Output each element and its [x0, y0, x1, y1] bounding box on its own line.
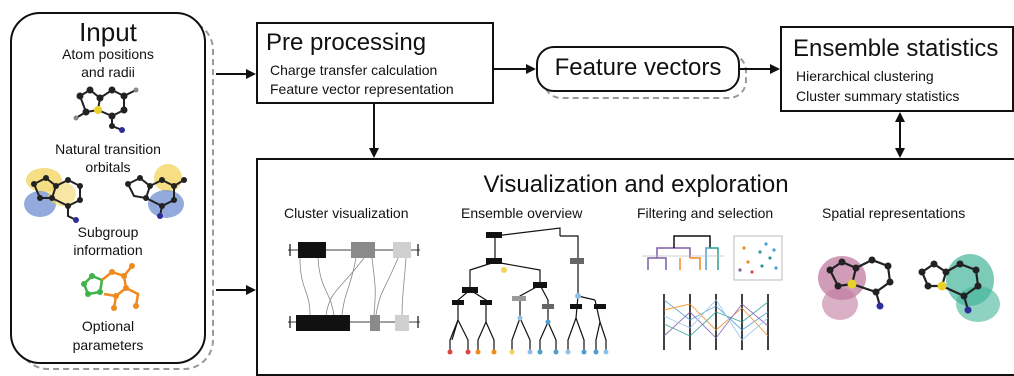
input-item-nto-line2: orbitals [85, 159, 131, 175]
orbital-icon-left [24, 168, 83, 223]
panel-title-filtering-selection: Filtering and selection [637, 205, 774, 221]
ensemble-statistics-line-2: Cluster summary statistics [796, 88, 960, 104]
panel-title-spatial-representations: Spatial representations [822, 205, 966, 221]
feature-vectors-title: Feature vectors [554, 54, 722, 81]
ensemble-overview-bars [447, 232, 609, 355]
preprocessing-line-1: Charge transfer calculation [270, 62, 438, 78]
spatial-representations-illustration [818, 254, 1000, 322]
input-item-subgroup-line1: Subgroup [77, 224, 139, 240]
ensemble-statistics-title: Ensemble statistics [793, 35, 999, 62]
feature-vectors-box [536, 46, 740, 92]
ensemble-statistics-box [780, 26, 1014, 112]
input-item-subgroup-line2: information [73, 242, 143, 258]
ensemble-overview-illustration [449, 227, 607, 352]
panel-title-ensemble-overview: Ensemble overview [461, 205, 583, 221]
input-item-atoms-line2: and radii [81, 64, 135, 80]
input-item-atoms-line1: Atom positions [62, 46, 154, 62]
ensemble-statistics-line-1: Hierarchical clustering [796, 68, 934, 84]
preprocessing-box [256, 22, 494, 104]
input-item-optional-line2: parameters [72, 337, 144, 353]
input-item-nto-line1: Natural transition [55, 141, 161, 157]
input-title: Input [79, 17, 137, 47]
preprocessing-title: Pre processing [266, 29, 427, 56]
visualization-title: Visualization and exploration [483, 171, 789, 198]
cluster-visualization-illustration [288, 242, 420, 331]
orbital-icon-right [125, 164, 187, 219]
preprocessing-line-2: Feature vector representation [270, 81, 454, 97]
panel-title-cluster-visualization: Cluster visualization [284, 205, 409, 221]
input-item-optional-line1: Optional [81, 318, 135, 334]
filtering-selection-illustration [642, 235, 783, 350]
